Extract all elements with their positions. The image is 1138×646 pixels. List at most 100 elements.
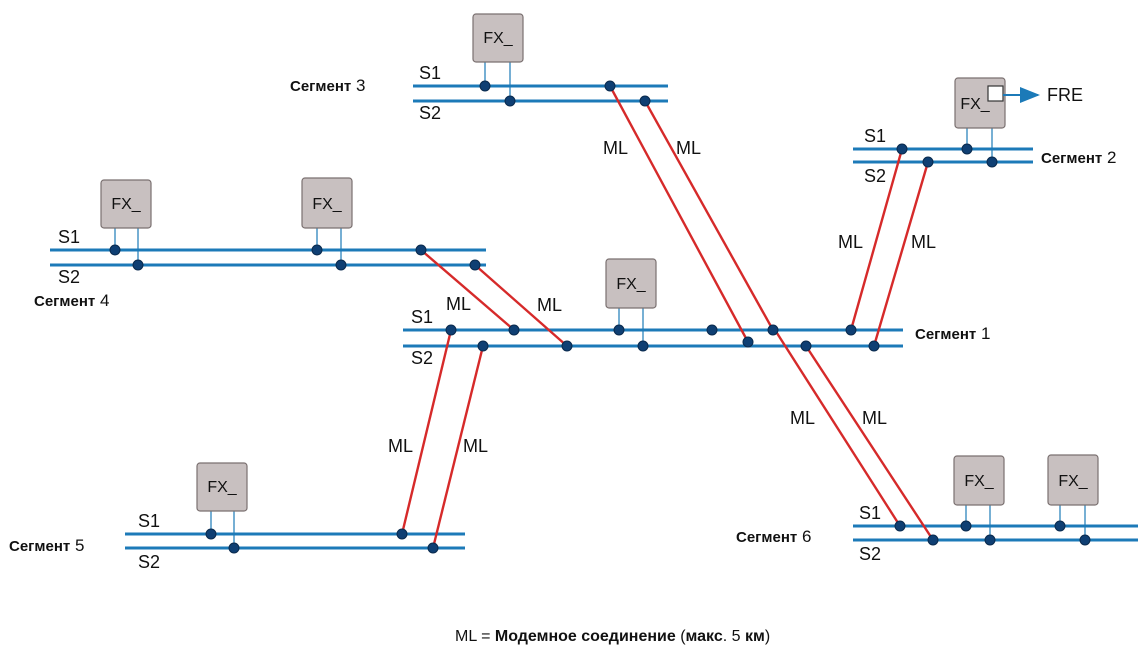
fx-device: FX_ (472, 13, 524, 101)
modem-link (804, 345, 935, 541)
fx-device: FX_ (953, 455, 1005, 540)
bus-node (445, 324, 457, 336)
bus-node (845, 324, 857, 336)
bus-node (894, 520, 906, 532)
s1-label: S1 (138, 511, 160, 531)
bus-node (132, 259, 144, 271)
bus-node (986, 156, 998, 168)
ml-labels: ML ML ML ML ML ML ML ML ML ML (388, 138, 936, 456)
ml-label: ML (463, 436, 488, 456)
bus-node (427, 542, 439, 554)
segment-labels: Сегмент 3 Сегмент 2 Сегмент 4 Сегмент 1 … (9, 76, 1116, 555)
fx-device: FX_ FRE (954, 77, 1083, 162)
fx-box-label: FX_ (312, 196, 342, 213)
legend-caption: ML = Модемное соединение (макс. 5 км) (455, 628, 770, 645)
s1-label: S1 (859, 503, 881, 523)
fx-device: FX_ (1047, 454, 1099, 540)
ml-label: ML (790, 408, 815, 428)
bus-node (868, 340, 880, 352)
fx-devices: FX_ FX_ FRE FX_ FX_ (100, 13, 1099, 548)
s1-label: S1 (864, 126, 886, 146)
bus-node (504, 95, 516, 107)
bus-node (927, 534, 939, 546)
bus-node (613, 324, 625, 336)
fx-box-label: FX_ (483, 30, 513, 47)
ml-label: ML (676, 138, 701, 158)
fx-box-label: FX_ (111, 196, 141, 213)
bus-node (109, 244, 121, 256)
s2-label: S2 (411, 348, 433, 368)
bus-node (335, 259, 347, 271)
fx-box-label: FX_ (1058, 473, 1088, 490)
fx-device: FX_ (100, 179, 152, 265)
s2-label: S2 (138, 552, 160, 572)
ml-label: ML (388, 436, 413, 456)
segment-2-label: Сегмент 2 (1041, 148, 1116, 167)
modem-link (420, 249, 515, 331)
modem-link (474, 264, 568, 347)
fre-port-icon (987, 85, 1004, 102)
segment-6-label: Сегмент 6 (736, 527, 811, 546)
bus-node (922, 156, 934, 168)
s1-label: S1 (419, 63, 441, 83)
bus-node (1079, 534, 1091, 546)
fx-box-label: FX_ (964, 473, 994, 490)
bus-node (469, 259, 481, 271)
bus-node (415, 244, 427, 256)
ml-label: ML (911, 232, 936, 252)
fre-label: FRE (1047, 85, 1083, 105)
bus-node (561, 340, 573, 352)
bus-node (706, 324, 718, 336)
bus-node (800, 340, 812, 352)
bus-node (396, 528, 408, 540)
modem-link (643, 100, 775, 331)
bus-node (477, 340, 489, 352)
modem-link (400, 329, 453, 535)
modem-link (773, 329, 902, 527)
s1-label: S1 (58, 227, 80, 247)
bus-node (508, 324, 520, 336)
modem-link (872, 161, 930, 347)
fx-box-label: FX_ (207, 479, 237, 496)
bus-node (639, 95, 651, 107)
segment-3-label: Сегмент 3 (290, 76, 365, 95)
modem-link (608, 85, 750, 343)
ml-label: ML (446, 294, 471, 314)
s2-label: S2 (58, 267, 80, 287)
ml-label: ML (838, 232, 863, 252)
bus-node (1054, 520, 1066, 532)
fx-device: FX_ (301, 177, 353, 265)
bus-node (960, 520, 972, 532)
bus-node (205, 528, 217, 540)
s1-label: S1 (411, 307, 433, 327)
bus-labels: S1 S2 S1 S2 S1 S2 S1 S2 S1 S2 S1 S2 (58, 63, 886, 572)
fx-box-label: FX_ (616, 276, 646, 293)
bus-node (604, 80, 616, 92)
bus-nodes (109, 80, 1091, 554)
s2-label: S2 (859, 544, 881, 564)
fx-device: FX_ (605, 258, 657, 346)
bus-node (311, 244, 323, 256)
s2-label: S2 (864, 166, 886, 186)
modem-link (849, 148, 904, 331)
ml-label: ML (603, 138, 628, 158)
fx-device: FX_ (196, 462, 248, 548)
segment-1-label: Сегмент 1 (915, 324, 990, 343)
fx-box-label: FX_ (960, 96, 990, 113)
segment-4-label: Сегмент 4 (34, 291, 109, 310)
ml-label: ML (862, 408, 887, 428)
segment-5-label: Сегмент 5 (9, 536, 84, 555)
modem-link (431, 345, 485, 549)
bus-node (479, 80, 491, 92)
bus-node (767, 324, 779, 336)
bus-node (637, 340, 649, 352)
bus-node (961, 143, 973, 155)
bus-node (228, 542, 240, 554)
s2-label: S2 (419, 103, 441, 123)
ml-label: ML (537, 295, 562, 315)
modem-links (400, 85, 935, 549)
bus-node (896, 143, 908, 155)
bus-node (742, 336, 754, 348)
bus-node (984, 534, 996, 546)
